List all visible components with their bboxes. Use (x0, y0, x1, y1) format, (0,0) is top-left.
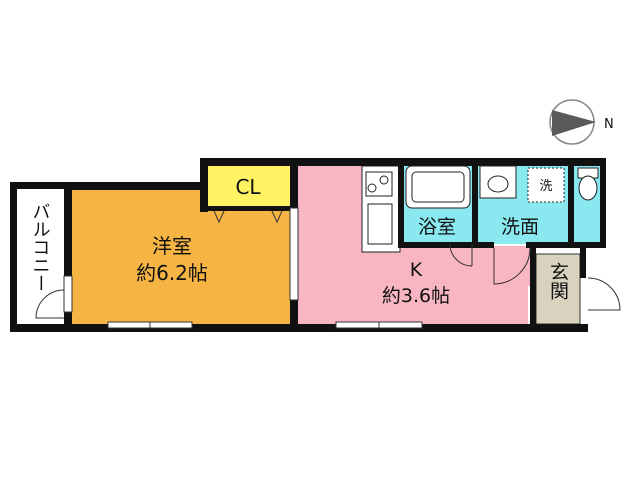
partition-slider (289, 207, 299, 301)
genkan-label: 玄関 (547, 262, 569, 300)
north-arrow-icon (552, 110, 596, 136)
walls (10, 158, 606, 332)
yoshitsu-size: 約6.2帖 (136, 261, 208, 285)
yoshitsu-name: 洋室 (152, 234, 192, 258)
closet-label: CL (235, 175, 261, 199)
washroom-label: 洗面 (501, 216, 539, 238)
toilet-bowl-icon (578, 175, 598, 201)
washroom-door-swing (493, 247, 531, 285)
kitchen-size: 約3.6帖 (382, 285, 450, 307)
bathtub (405, 165, 471, 209)
washbasin (479, 165, 517, 199)
kitchen-room (298, 166, 534, 324)
closet-door-right (271, 210, 283, 224)
washbasin-bowl-icon (487, 175, 509, 193)
windows (63, 207, 423, 329)
balcony-door-swing (35, 289, 65, 319)
kitchen-sink (367, 203, 393, 245)
closet-door-left (213, 210, 225, 224)
washer-space (527, 167, 565, 203)
stove-burner-icon (379, 175, 389, 185)
stove (365, 171, 393, 197)
compass: N (549, 99, 614, 145)
balcony-door (63, 275, 73, 313)
balcony-area (14, 188, 66, 324)
stove-burner-icon (367, 183, 377, 193)
doors (35, 210, 621, 319)
washer-label: 洗 (539, 179, 552, 194)
compass-label: N (604, 117, 614, 132)
bath-door-swing (449, 243, 473, 267)
closet-room (206, 166, 290, 206)
kitchen-name: K (410, 259, 423, 281)
bath-label: 浴室 (418, 216, 456, 238)
entrance-door-swing (587, 277, 621, 311)
balcony-label: バルコニー (30, 202, 51, 292)
yoshitsu-room (72, 190, 292, 324)
fixtures (365, 165, 599, 245)
